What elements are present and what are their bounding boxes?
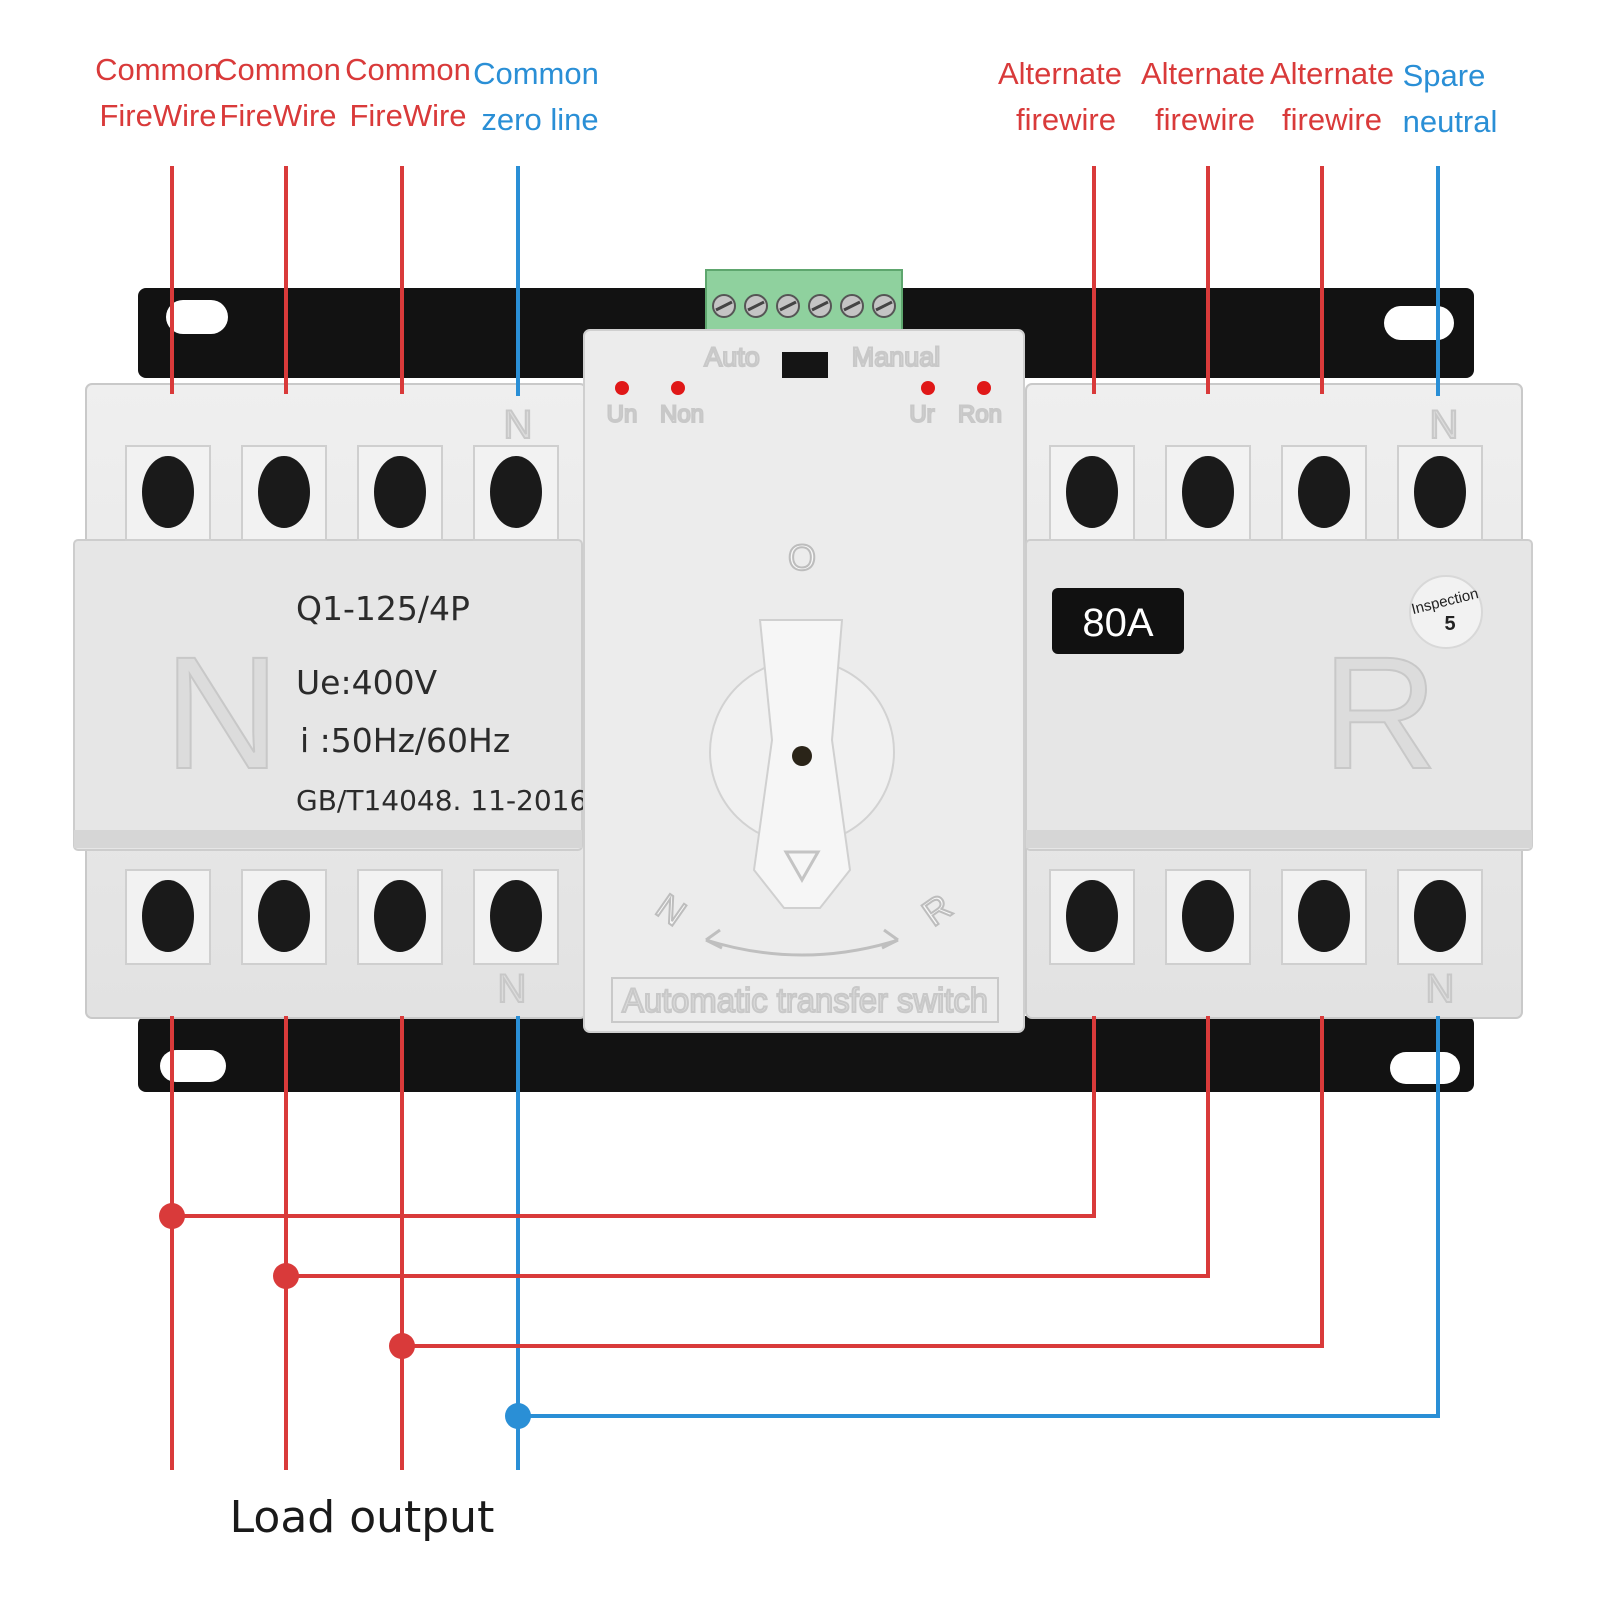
rotation-arrows-icon [705, 928, 899, 950]
rated-voltage: Ue:400V [296, 663, 438, 702]
mode-switch[interactable] [782, 352, 828, 378]
label-common-firewire-3-sub: FireWire [349, 98, 466, 133]
led-ur [921, 381, 935, 395]
label-alternate-firewire-3: Alternate [1270, 56, 1394, 91]
side-letter-n: N [164, 623, 280, 802]
led-label-un: Un [607, 401, 638, 428]
mode-auto-label: Auto [704, 342, 760, 372]
led-label-ron: Ron [958, 401, 1002, 428]
side-letter-r: R [1322, 623, 1438, 802]
label-alternate-firewire-2-sub: firewire [1155, 102, 1255, 137]
mode-manual-label: Manual [852, 342, 941, 372]
marker-bottom-left-n: N [498, 967, 527, 1011]
inspection-number: 5 [1444, 613, 1455, 635]
standard-number: GB/T14048. 11-2016 [296, 784, 587, 817]
inspection-sticker [1409, 575, 1483, 649]
label-common-firewire-3: Common [345, 52, 471, 87]
wires-bottom [170, 1016, 1440, 1470]
rotation-arc-icon [705, 938, 899, 957]
footer-frame [611, 977, 999, 1023]
marker-top-right-n: N [1430, 403, 1459, 447]
load-output-label: Load output [230, 1492, 495, 1543]
left-module-n [73, 383, 587, 1019]
top-labels: Common FireWire Common FireWire Common F… [95, 52, 1497, 139]
led-un [615, 381, 629, 395]
led-label-ur: Ur [909, 401, 934, 428]
led-label-non: Non [660, 401, 704, 428]
rating-badge-text: 80A [1082, 601, 1153, 645]
label-common-zero-line-sub: zero line [481, 102, 598, 137]
label-spare-neutral-sub: neutral [1403, 104, 1498, 139]
label-common-firewire-2-sub: FireWire [219, 98, 336, 133]
led-ron [977, 381, 991, 395]
center-control-module: Auto Manual Un Non Ur Ron O N R Automati… [583, 329, 1025, 1033]
label-common-firewire-1-sub: FireWire [99, 98, 216, 133]
control-terminal-block [705, 269, 903, 331]
terminal-holes [125, 445, 1483, 965]
model-number: Q1-125/4P [296, 589, 470, 628]
terminal-n-markers: N N N N [497, 402, 1460, 1012]
rated-frequency: i :50Hz/60Hz [300, 721, 510, 760]
dial-position-o: O [788, 537, 816, 578]
nameplate: N Q1-125/4P Ue:400V i :50Hz/60Hz GB/T140… [163, 589, 587, 817]
led-non [671, 381, 685, 395]
rating-area: 80A Inspection 5 R [1052, 575, 1483, 803]
handle-arrow-icon [783, 850, 821, 884]
label-common-firewire-2: Common [215, 52, 341, 87]
footer-label: Automatic transfer switch [622, 982, 988, 1020]
rating-badge [1052, 588, 1184, 654]
label-alternate-firewire-3-sub: firewire [1282, 102, 1382, 137]
label-common-firewire-1: Common [95, 52, 221, 87]
label-common-zero-line: Common [473, 56, 599, 91]
wires-top [170, 166, 1440, 396]
label-alternate-firewire-1-sub: firewire [1016, 102, 1116, 137]
label-alternate-firewire-1: Alternate [998, 56, 1122, 91]
handle-lock-icon [792, 746, 812, 766]
junction-dots [159, 1203, 531, 1429]
label-alternate-firewire-2: Alternate [1141, 56, 1265, 91]
marker-bottom-right-n: N [1426, 967, 1455, 1011]
label-spare-neutral: Spare [1403, 58, 1486, 93]
marker-top-left-n: N [504, 403, 533, 447]
